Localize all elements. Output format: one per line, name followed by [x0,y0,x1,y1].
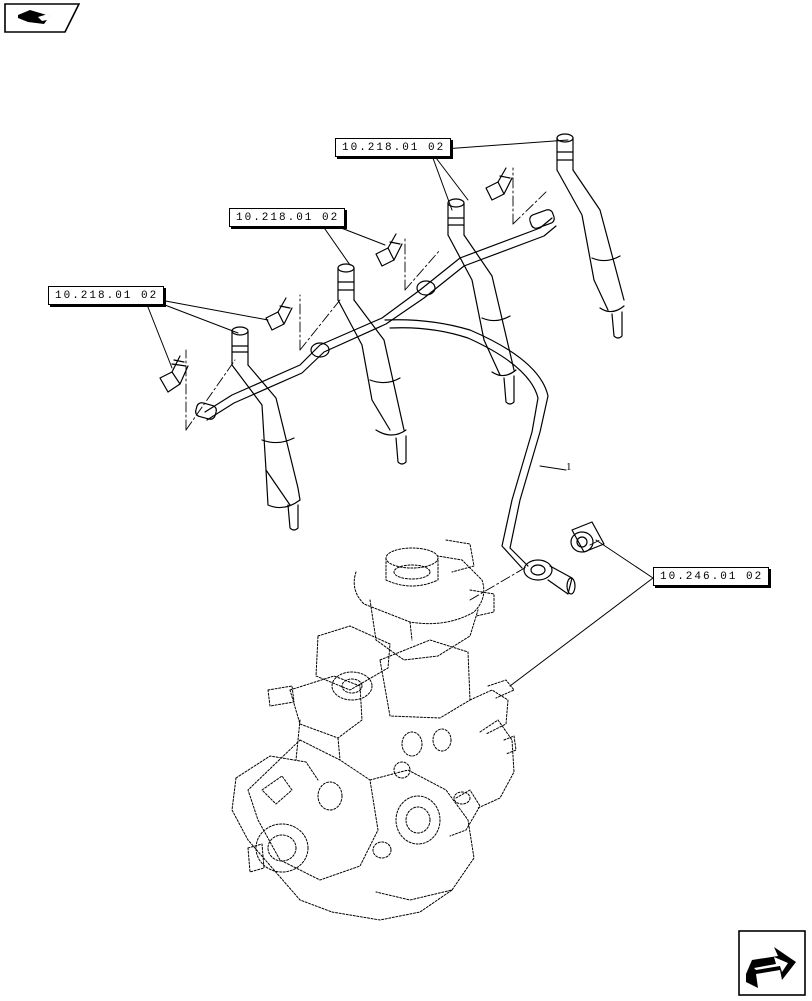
injector-3 [447,198,517,405]
ref-label-left[interactable]: 10.218.01 02 [48,286,165,305]
ref-label-top[interactable]: 10.218.01 02 [335,138,452,157]
ref-label-pump[interactable]: 10.246.01 02 [653,567,770,586]
next-page-button[interactable] [738,930,806,996]
ref-label-middle[interactable]: 10.218.01 02 [229,208,346,227]
callout-item-1: 1 [566,461,572,473]
leader-lines [143,139,654,687]
next-page-arrow-icon [738,930,806,996]
injector-4 [556,133,625,339]
injector-2 [337,263,407,465]
back-nav-button[interactable] [4,3,81,33]
book-return-icon [4,3,81,33]
injection-pump [231,539,517,921]
banjo-fitting [523,521,605,595]
injector-1 [231,326,301,531]
leak-off-line [195,209,557,569]
screws [159,167,513,393]
assembly-axes [185,167,601,601]
